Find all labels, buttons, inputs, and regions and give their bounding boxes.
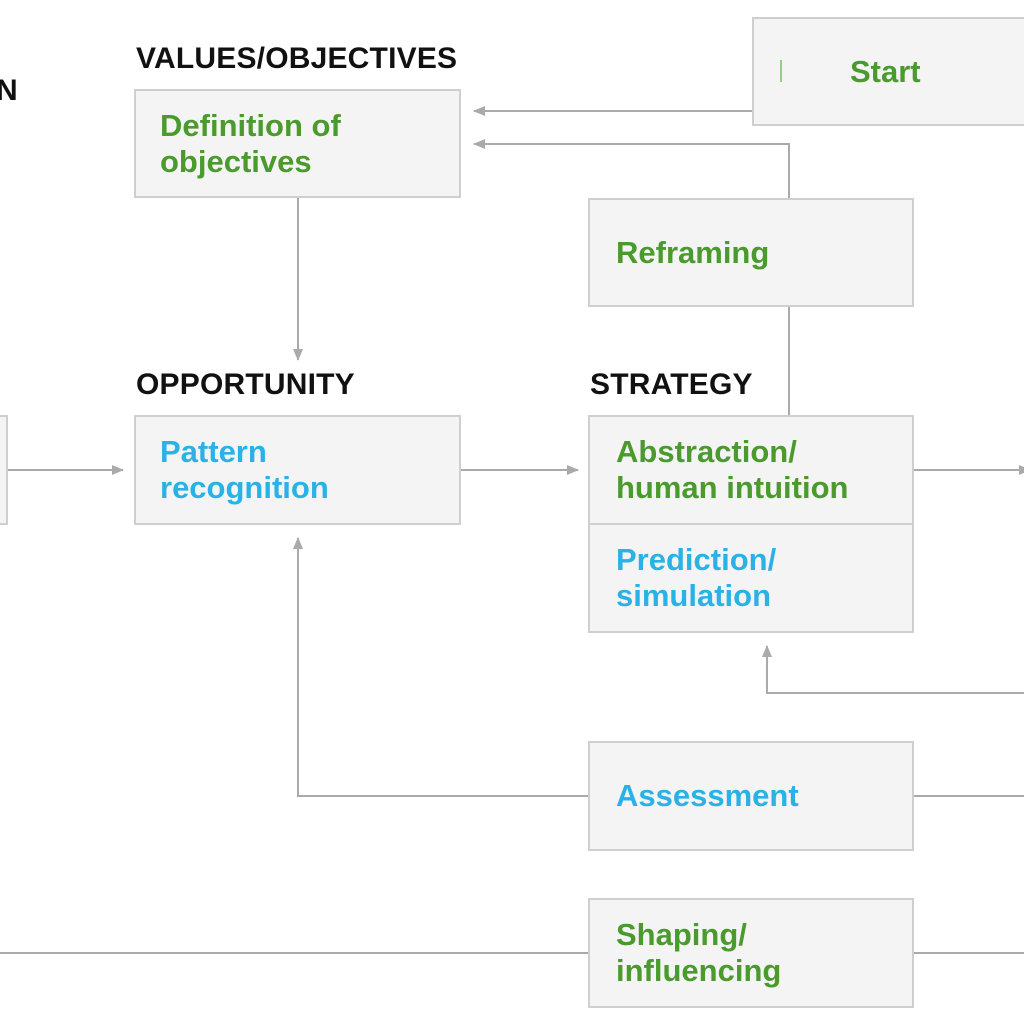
connector-reframing-to-objectives [473,139,790,198]
connector-assessment-to-pattern [293,537,588,797]
definition-of-objectives-box: Definition of objectives [134,89,461,198]
shaping-influencing-label: Shaping/ influencing [616,917,782,988]
assessment-box: Assessment [588,741,914,851]
reframing-box: Reframing [588,198,914,307]
pattern-recognition-label: Pattern recognition [160,434,329,505]
heading-left-partial: N [0,74,18,107]
left-partial-box [0,415,8,525]
abstraction-intuition-label: Abstraction/ human intuition [616,434,849,505]
heading-opportunity: OPPORTUNITY [136,368,355,401]
shaping-influencing-box: Shaping/ influencing [588,898,914,1008]
definition-of-objectives-label: Definition of objectives [160,107,341,179]
connector-right-to-prediction [762,645,1024,694]
reframing-label: Reframing [616,234,770,270]
heading-strategy: STRATEGY [590,368,753,401]
start-label: Start [850,53,921,89]
pattern-recognition-box: Pattern recognition [134,415,461,525]
assessment-label: Assessment [616,778,799,813]
start-tick-mark [780,60,782,82]
prediction-simulation-box: Prediction/ simulation [588,523,914,633]
heading-values-objectives: VALUES/OBJECTIVES [136,42,458,75]
prediction-simulation-label: Prediction/ simulation [616,542,777,613]
start-box: Start [752,17,1024,126]
abstraction-intuition-box: Abstraction/ human intuition [588,415,914,525]
